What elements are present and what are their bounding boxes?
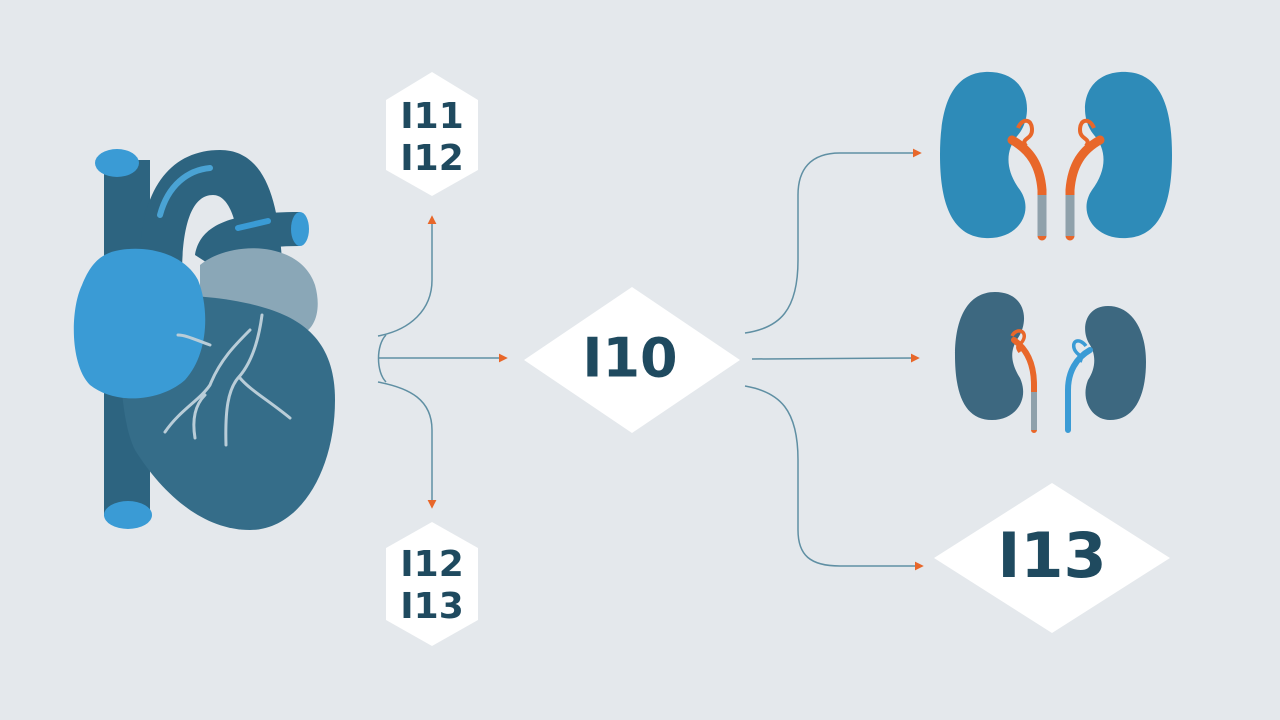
coronary-vessels [163,313,292,447]
left-connectors [377,215,508,509]
top-code-1: I11 [400,96,464,137]
right-ureter-large [1065,135,1105,241]
left-ureter-small [1011,337,1037,433]
right-vessel-knot [1077,118,1096,148]
bottom-codes-shape [386,522,478,646]
top-code-2: I12 [400,138,464,179]
arrow-to-large-kidneys [744,148,922,334]
center-code-node: I10 [524,287,740,433]
arrow-to-top-codes [377,215,437,337]
kidneys-icon [940,71,1172,241]
left-kidney-large [940,71,1028,239]
pulmonary-artery-end [291,212,309,246]
right-kidney-large [1084,71,1172,239]
left-vessel-knot-small [1010,329,1026,354]
heart-icon [73,149,335,530]
vena-cava-bottom [104,501,152,529]
right-atrium [73,248,206,399]
center-code-shape [524,287,740,433]
top-codes-shape [386,72,478,196]
left-kidney-small [955,292,1025,420]
bracket-left [377,334,387,383]
right-code-shape [934,483,1170,633]
right-code-node: I13 [934,483,1170,633]
right-code: I13 [997,519,1106,592]
pulmonary-highlight [235,218,271,231]
aortic-highlight [157,165,213,218]
bottom-code-1: I12 [400,544,464,585]
small-kidneys-icon [955,292,1146,433]
right-vessel-knot-small [1071,339,1088,363]
arrow-to-small-kidneys [751,353,920,363]
center-code: I10 [582,327,677,390]
right-kidney-small [1085,306,1146,420]
left-vessel-knot [1016,118,1035,148]
bottom-codes-node: I12 I13 [386,522,478,646]
left-ureter-large [1007,135,1047,241]
bottom-code-2: I13 [400,586,464,627]
arrow-to-bottom-codes [377,381,437,509]
left-atrium [200,248,318,335]
top-codes-node: I11 I12 [386,72,478,196]
right-ureter-small [1065,347,1093,433]
vena-cava-top [95,149,139,177]
right-connectors [744,148,924,571]
arrow-to-right-code [744,385,924,571]
